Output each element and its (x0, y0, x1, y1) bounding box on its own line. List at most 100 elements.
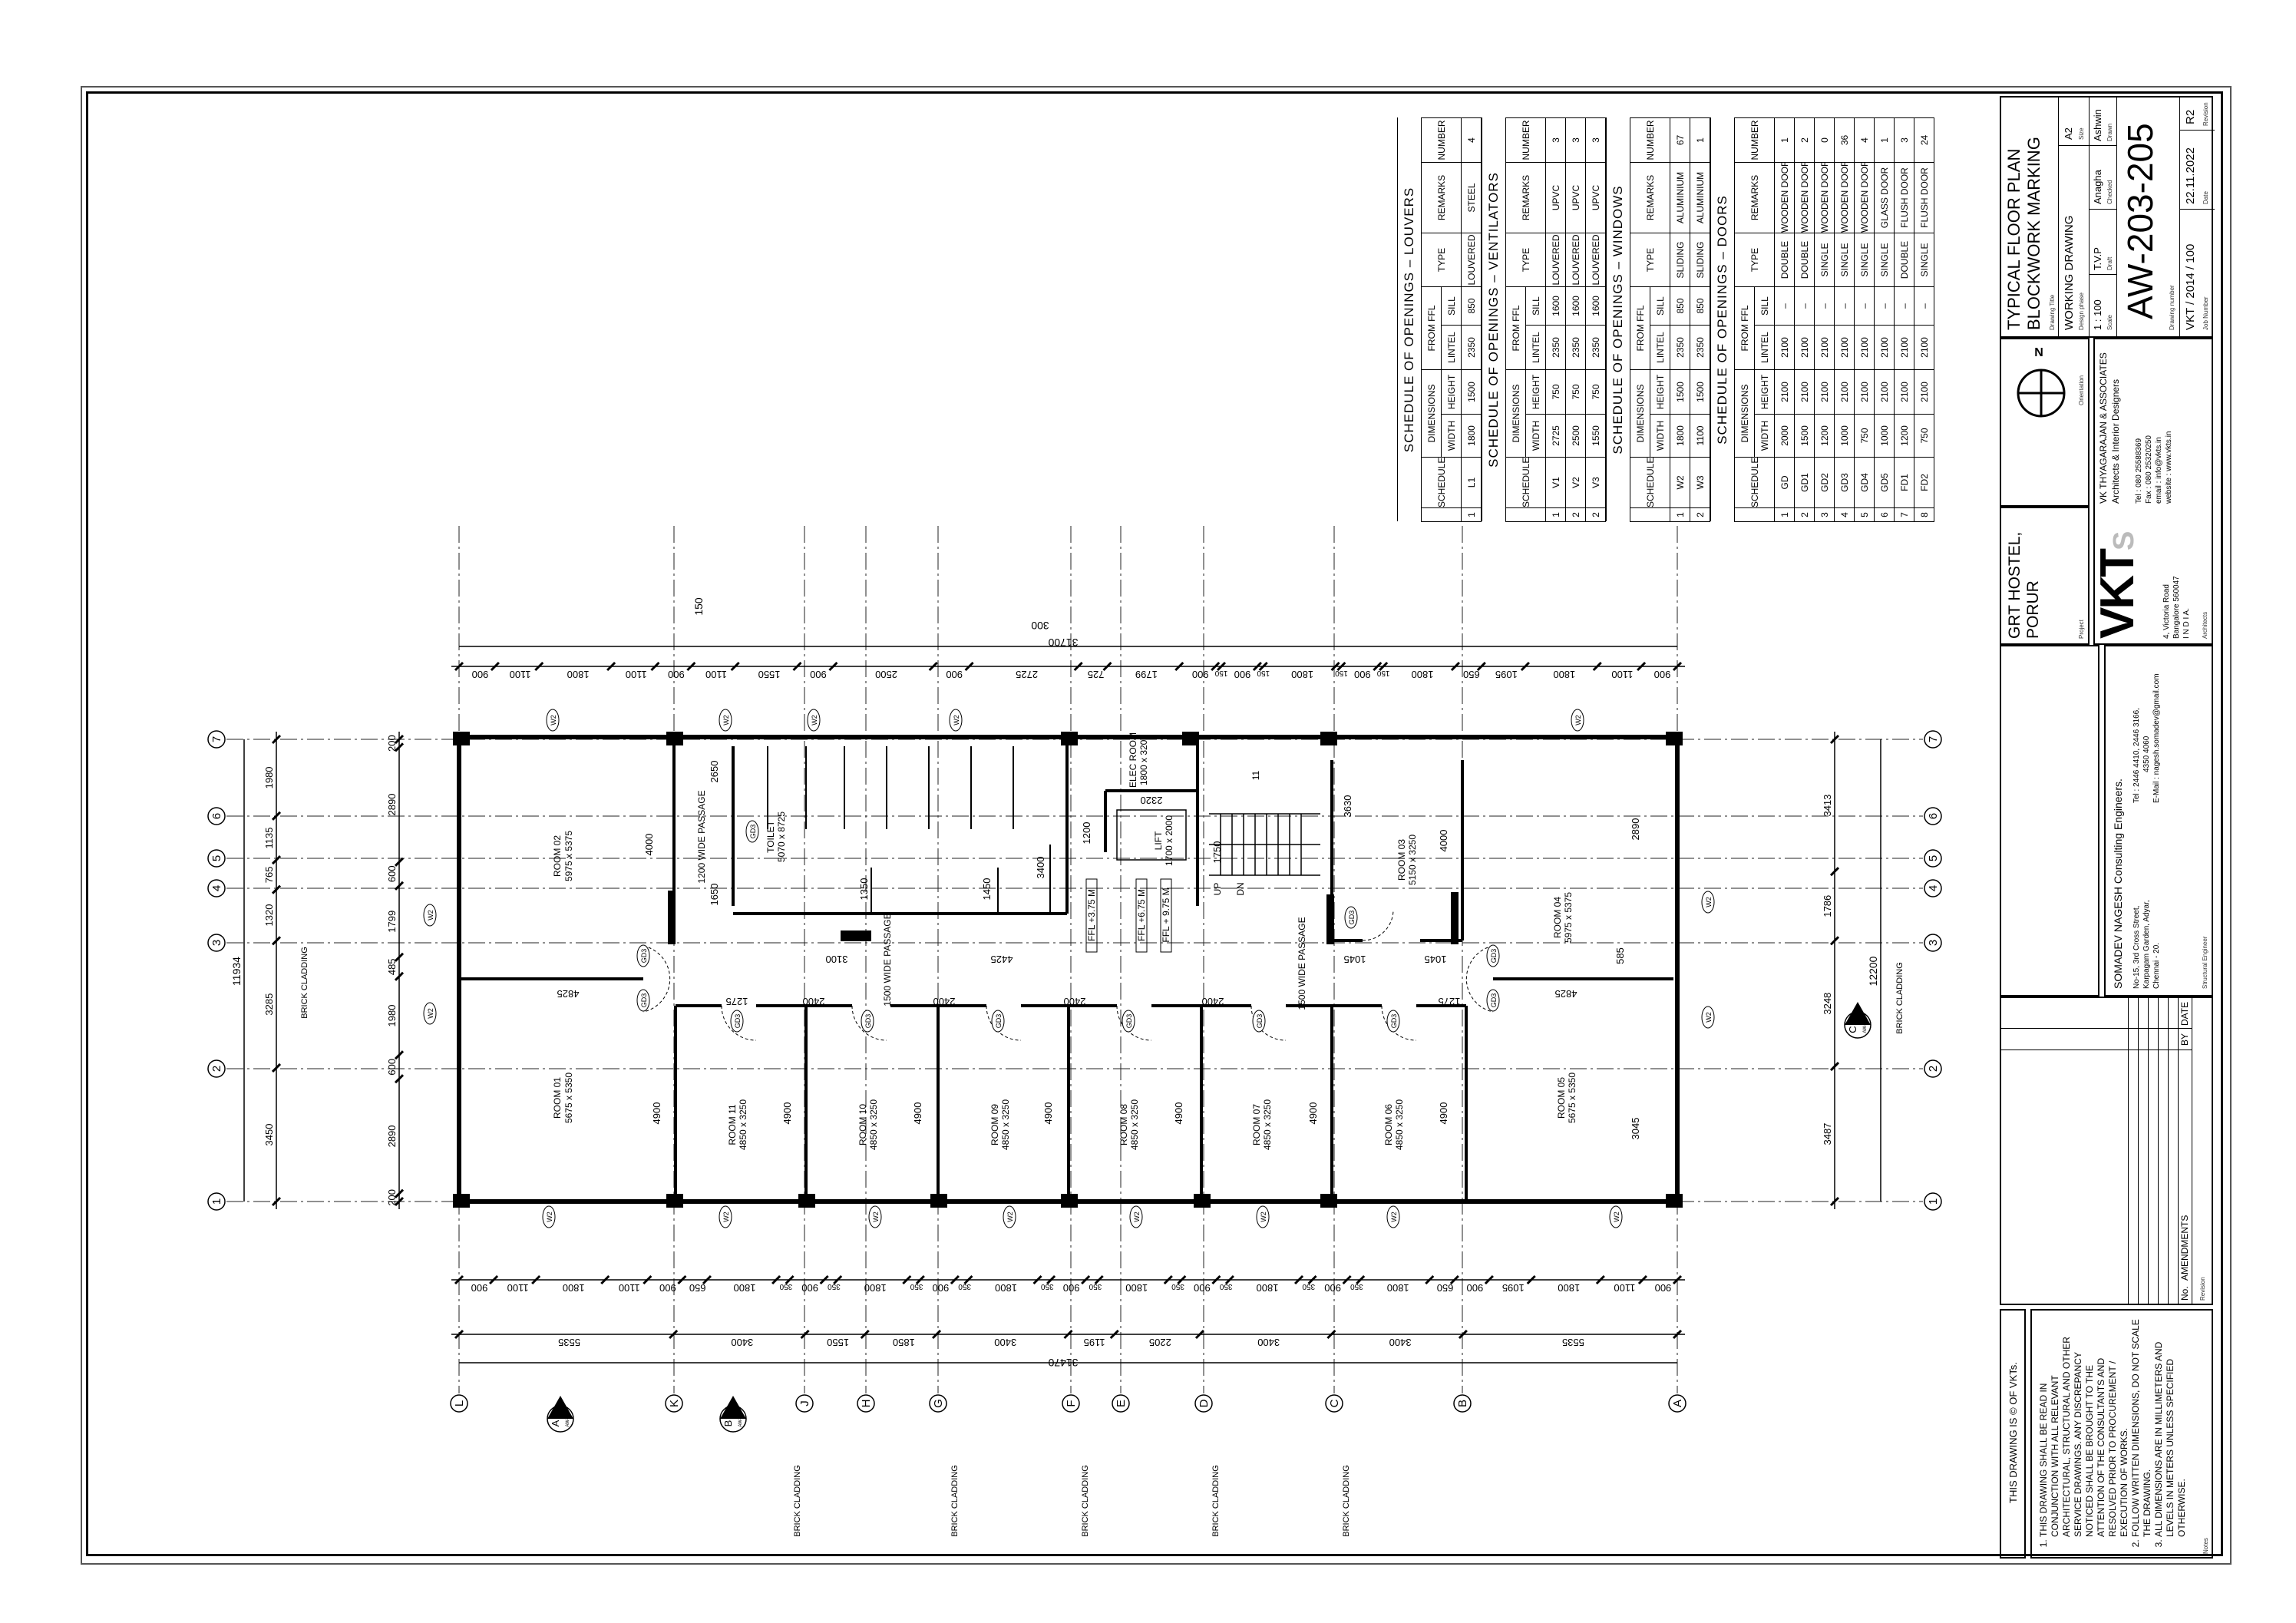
schedule-cell: 1 (1670, 507, 1690, 522)
dimension-label: 3400 (1035, 857, 1046, 879)
dimension-tick (1252, 661, 1262, 672)
room-size: 5975 x 5375 (1563, 892, 1574, 943)
dimension-label: 350 (828, 1282, 841, 1291)
opening-tag: GD3 (1390, 1014, 1398, 1029)
schedule-cell (1734, 507, 1775, 522)
tag-outline (1701, 891, 1715, 914)
schedule-cell: 2100 (1894, 369, 1914, 415)
grid-label: 3 (1927, 940, 1940, 946)
structural-email: E-Mail : nagesh.somadev@gmail.com (2152, 673, 2161, 803)
schedule-cell: – (1914, 286, 1934, 326)
schedule-cell: 2 (1794, 117, 1815, 163)
grid-bubble (1924, 879, 1942, 897)
dimension-tick (1373, 661, 1383, 672)
orientation-label: Orientation (2078, 375, 2085, 405)
schedule-cell: 1 (1545, 507, 1566, 522)
dimension-tick (902, 1274, 912, 1285)
opening-tag: W2 (1613, 1211, 1620, 1222)
dimension-label: 1275 (726, 996, 748, 1007)
dimension-tick (1672, 1274, 1683, 1285)
schedule-cell: – (1774, 286, 1795, 326)
grid-bubble (207, 879, 226, 897)
schedule-cell: SLIDING (1690, 233, 1710, 287)
dimension-tick (833, 1274, 843, 1285)
dimension-tick (1458, 1329, 1468, 1340)
architect-name: VK THYAGARAJAN & ASSOCIATES (2098, 352, 2109, 504)
dimension-total: 12200 (1867, 956, 1879, 986)
tag-outline (1386, 1010, 1400, 1033)
schedule-cell: 24 (1914, 117, 1934, 163)
section-id: B (722, 1420, 734, 1427)
schedule-cell: 850 (1690, 286, 1710, 326)
architect-address-line: Bangalore 560047 (2172, 576, 2181, 639)
dimension-label: 4900 (912, 1102, 923, 1125)
draft-label: Draft (2106, 256, 2113, 270)
dimension-label: 350 (1302, 1282, 1315, 1291)
schedule-cell: 1 (1690, 117, 1710, 163)
room-label: ROOM 02 (552, 835, 563, 877)
dimension-tick (1449, 1274, 1459, 1285)
grid-label: 6 (1927, 813, 1940, 819)
schedule-cell: 36 (1834, 117, 1855, 163)
dimension-tick (271, 734, 282, 745)
opening-tag: W2 (546, 1211, 553, 1222)
schedule-cell: 2100 (1814, 369, 1835, 415)
dimension-label: 1800 (995, 1282, 1017, 1294)
grid-bubble (1924, 807, 1942, 825)
schedule-cell: 0 (1814, 117, 1835, 163)
dimension-label: 4900 (781, 1102, 793, 1125)
dimension-label: 1980 (386, 1005, 398, 1027)
dimension-label: 1100 (510, 669, 531, 680)
dimension-label: 4900 (1438, 1102, 1449, 1125)
copyright-text: THIS DRAWING IS © OF VKTs. (2007, 1362, 2019, 1503)
room-size: 4850 x 3250 (1394, 1099, 1405, 1150)
dimension-label: 1195 (1084, 1337, 1105, 1348)
schedule-cell: ALUMINIUM (1690, 162, 1710, 233)
dimension-label: 1800 (1553, 669, 1575, 680)
schedule-cell: 2350 (1565, 325, 1586, 370)
schedule-cell: 1 (1774, 117, 1795, 163)
schedule-cell: SINGLE (1874, 233, 1895, 287)
schedule-cell: 3 (1545, 117, 1566, 163)
dimension-tick (669, 1329, 679, 1340)
room-label: ROOM 04 (1552, 897, 1563, 938)
schedule-cell: GLASS DOOR (1874, 162, 1895, 233)
schedule-cell: UPVC (1565, 162, 1586, 233)
room-label: ROOM 07 (1251, 1104, 1262, 1145)
dimension-label: 2890 (386, 1125, 398, 1147)
revision-value: R2 (2184, 109, 2197, 124)
opening-tag: GD3 (749, 825, 757, 839)
schedule-cell: 1800 (1670, 414, 1690, 458)
dimension-tick (643, 1274, 652, 1285)
dimension-tick (454, 661, 464, 672)
opening-tag: GD3 (1256, 1014, 1264, 1029)
schedule-cell: 1 (1461, 507, 1482, 522)
dimension-tick (1342, 1274, 1352, 1285)
schedule-cell: REMARKS (1734, 162, 1775, 233)
grid-bubble (1668, 1394, 1686, 1413)
dimension-tick (1450, 661, 1461, 672)
schedule-cell: GD2 (1814, 457, 1835, 508)
dimension-label: 150 (1376, 669, 1389, 677)
project-box: GRT HOSTEL, PORUR Project (2000, 507, 2090, 645)
schedule-cell: 2350 (1670, 325, 1690, 370)
dimension-label: 1650 (709, 884, 720, 906)
schedule-cell: 67 (1670, 117, 1690, 163)
dimension-label: 1800 (864, 1282, 887, 1294)
project-name: GRT HOSTEL, (2006, 531, 2023, 639)
scale-label: Scale (2106, 314, 2113, 330)
opening-tag: GD3 (734, 1014, 742, 1029)
design-phase-value: WORKING DRAWING (2063, 215, 2076, 330)
schedule-cell: DIMENSIONS (1630, 369, 1650, 458)
north-arrow-icon (2017, 369, 2066, 418)
dimension-label: 1800 (1558, 1282, 1580, 1294)
dimension-label: 1045 (1425, 954, 1447, 965)
tag-outline (423, 904, 437, 927)
schedule-cell: LINTEL (1754, 325, 1775, 370)
opening-tag: W2 (722, 715, 730, 726)
tag-outline (546, 709, 560, 732)
job-number-value: VKT / 2014 / 100 (2184, 243, 2197, 330)
schedule-cell: FROM FFL (1421, 286, 1442, 370)
